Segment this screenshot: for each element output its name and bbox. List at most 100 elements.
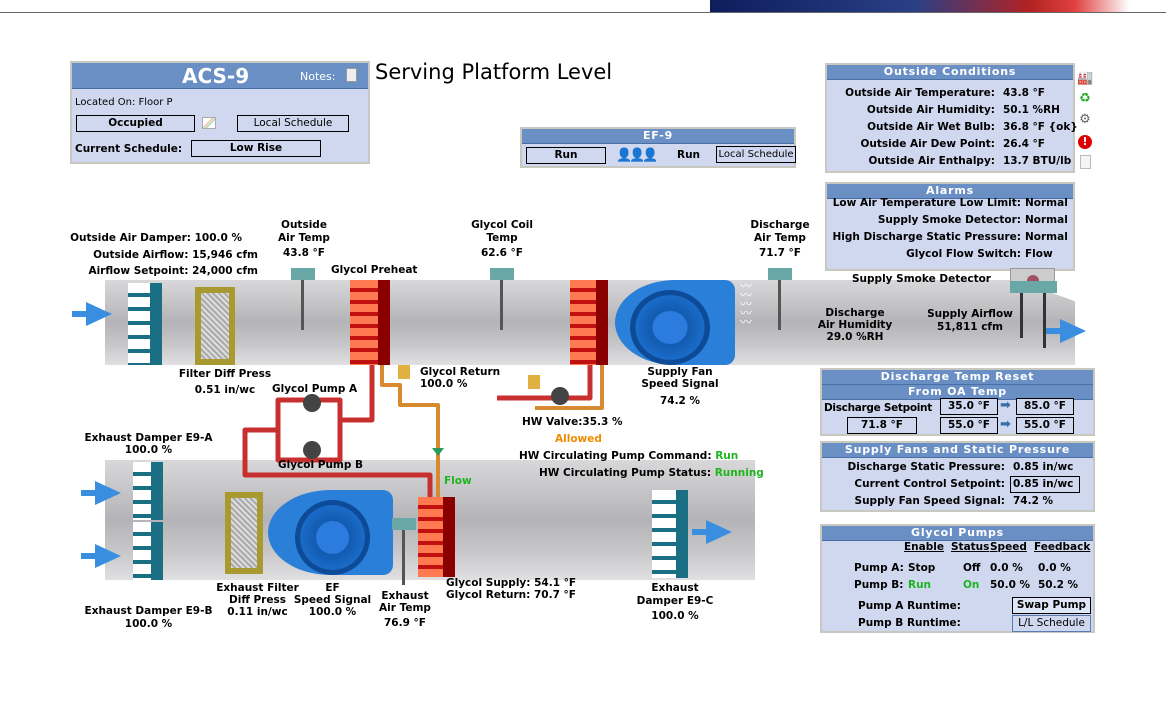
- ef9-local-schedule-button[interactable]: Local Schedule: [716, 146, 796, 163]
- pump-status: On: [963, 579, 980, 591]
- header-divider: [0, 12, 1166, 13]
- current-discharge-temp: 71.8 °F: [847, 417, 917, 434]
- alarm-value: Flow: [1025, 248, 1053, 260]
- airflow-setpoint-label: Airflow Setpoint: 24,000 cfm: [88, 265, 258, 277]
- pump-name: Pump B:: [854, 579, 904, 591]
- ef-line2: Speed Signal: [293, 594, 372, 606]
- oa-low-input[interactable]: 35.0 °F: [940, 398, 998, 415]
- people-icon: 👤👤👤: [616, 148, 659, 163]
- gct-line2: Temp: [486, 232, 518, 244]
- outside-condition-label: Outside Air Humidity:: [866, 104, 995, 116]
- pump-enable[interactable]: Stop: [908, 562, 936, 574]
- hw-status-label: HW Circulating Pump Status:: [539, 467, 712, 479]
- hw-return-pipe: [535, 365, 604, 410]
- filter-line1: Filter Diff Press: [178, 368, 272, 380]
- sf-line2: Speed Signal: [641, 378, 719, 390]
- filter-diff-press-label: Filter Diff Press 0.51 in/wc: [170, 366, 280, 398]
- pump-column-header[interactable]: Feedback: [1034, 541, 1091, 553]
- ef9-panel: EF-9 Run 👤👤👤 Run Local Schedule: [520, 127, 796, 168]
- exc-value: 100.0 %: [651, 610, 699, 622]
- ef9-command[interactable]: Run: [526, 147, 606, 164]
- occupancy-status[interactable]: Occupied: [76, 115, 195, 132]
- glycol-return-pipe: [380, 365, 440, 497]
- pump-column-header[interactable]: Enable: [904, 541, 944, 553]
- oat-label-line1: Outside: [281, 219, 327, 231]
- dsp-value: 0.85 in/wc: [1013, 461, 1074, 473]
- oa-high-input[interactable]: 85.0 °F: [1016, 398, 1074, 415]
- ll-schedule-button[interactable]: L/L Schedule: [1012, 615, 1091, 632]
- notes-icon[interactable]: [346, 68, 357, 82]
- outside-condition-value: 26.4 °F: [1003, 138, 1045, 150]
- gear-icon[interactable]: ⚙: [1079, 112, 1091, 127]
- exf-line1: Exhaust Filter: [216, 582, 299, 594]
- gr2-label: Glycol Return:: [446, 589, 531, 601]
- pump-speed: 0.0 %: [990, 562, 1023, 574]
- ef-line1: EF: [325, 582, 340, 594]
- exhaust-inlet-arrow-a: [81, 481, 121, 505]
- ccs-input[interactable]: 0.85 in/wc: [1010, 476, 1080, 493]
- sp-low-input[interactable]: 55.0 °F: [940, 417, 998, 434]
- supply-airflow-probe-2: [1033, 281, 1057, 348]
- current-schedule-value[interactable]: Low Rise: [191, 140, 321, 157]
- discharge-air-temp-sensor: [768, 268, 792, 330]
- hw-pump-status: HW Circulating Pump Status: Running: [539, 467, 764, 480]
- pump-name: Pump A:: [854, 562, 904, 574]
- dah-line1: Discharge: [825, 307, 885, 319]
- gr-value: 100.0 %: [420, 378, 468, 390]
- exhaust-damper-e9c: [652, 490, 688, 578]
- recycle-icon[interactable]: ♻: [1079, 91, 1091, 106]
- glycol-pumps-title: Glycol Pumps: [822, 526, 1093, 541]
- dah-value: 29.0 %RH: [826, 331, 884, 343]
- exhaust-damper-e9b: [133, 522, 163, 580]
- trend-icon[interactable]: [202, 117, 216, 129]
- pump-enable[interactable]: Run: [908, 579, 932, 591]
- exc-line2: Damper E9-C: [636, 595, 714, 607]
- glycol-preheat-coil: [350, 280, 390, 365]
- outside-condition-value: 13.7 BTU/lb: [1003, 155, 1072, 167]
- outside-air-inlet-arrow: [72, 302, 112, 326]
- alarm-icon[interactable]: !: [1077, 134, 1093, 150]
- pump-column-header[interactable]: Speed: [990, 541, 1027, 553]
- oat-label-line2: Air Temp: [278, 232, 330, 244]
- glycol-preheat-label: Glycol Preheat: [331, 264, 418, 276]
- sp-high-input[interactable]: 55.0 °F: [1016, 417, 1074, 434]
- local-schedule-button[interactable]: Local Schedule: [237, 115, 349, 132]
- unit-title: ACS-9: [182, 64, 250, 88]
- outside-condition-label: Outside Air Dew Point:: [860, 138, 995, 150]
- glycol-pump-b-icon: [303, 441, 321, 459]
- pump-column-header[interactable]: Status: [951, 541, 990, 553]
- dsp-label: Discharge Static Pressure:: [847, 461, 1005, 473]
- oa-damper-label: Outside Air Damper: 100.0 %: [70, 232, 242, 244]
- pump-feedback: 50.2 %: [1038, 579, 1079, 591]
- gct-value: 62.6 °F: [481, 247, 523, 259]
- eat-line1: Exhaust: [381, 590, 429, 602]
- oa-airflow-label: Outside Airflow: 15,946 cfm: [93, 249, 258, 261]
- filter-value: 0.51 in/wc: [194, 384, 256, 396]
- hw-status-value: Running: [714, 467, 764, 479]
- sa-line1: Supply Airflow: [927, 308, 1013, 320]
- factory-icon[interactable]: 🏭: [1077, 71, 1094, 86]
- exhaust-filter: [225, 492, 263, 574]
- alarm-label: Low Air Temperature Low Limit:: [832, 197, 1021, 209]
- sa-value: 51,811 cfm: [937, 321, 1003, 333]
- smoke-detector-label: Supply Smoke Detector: [852, 273, 991, 285]
- exf-line2: Diff Press: [229, 594, 286, 606]
- alarm-value: Normal: [1025, 197, 1068, 209]
- hw-cmd-value: Run: [715, 450, 739, 462]
- located-on: Located On: Floor P: [75, 97, 173, 108]
- notes-label: Notes:: [300, 70, 336, 83]
- sfs-value: 74.2 %: [1013, 495, 1054, 507]
- hw-pump-icon: [551, 387, 569, 405]
- glycol-valve-actuator-icon: [398, 365, 410, 379]
- document-icon[interactable]: [1077, 155, 1093, 171]
- swap-pump-button[interactable]: Swap Pump: [1012, 597, 1091, 614]
- outside-conditions-panel: Outside Conditions Outside Air Temperatu…: [825, 63, 1078, 173]
